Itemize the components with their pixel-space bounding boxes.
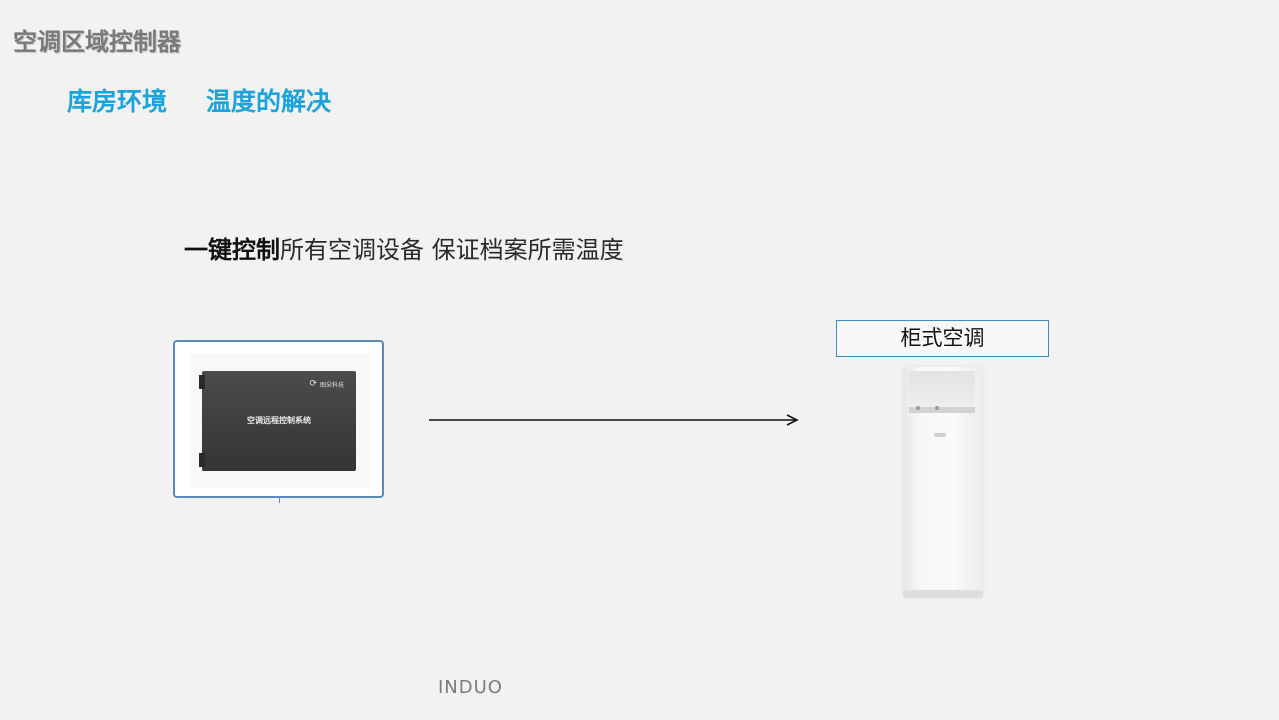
ac-indicator-dot: [935, 406, 939, 410]
control-arrow: [429, 412, 801, 428]
tagline: 一键控制所有空调设备 保证档案所需温度: [184, 230, 624, 265]
mount-clip-bottom: [199, 453, 205, 467]
device-brand-logo: ⟳ 图朵科技: [309, 379, 344, 389]
ac-logo-mark: [934, 433, 946, 437]
tagline-rest: 所有空调设备 保证档案所需温度: [280, 236, 624, 264]
controller-device-image: ⟳ 图朵科技 空调远程控制系统: [173, 340, 384, 503]
device-brand-text: 图朵科技: [319, 381, 344, 389]
controller-box: ⟳ 图朵科技 空调远程控制系统: [199, 371, 356, 471]
cabinet-air-conditioner-image: [903, 367, 983, 598]
ac-indicator-dot: [916, 406, 920, 410]
ac-base: [903, 590, 983, 598]
controller-photo-background: ⟳ 图朵科技 空调远程控制系统: [190, 354, 370, 488]
tagline-emphasis: 一键控制: [184, 236, 280, 264]
ac-display-panel: [909, 371, 975, 407]
ac-type-label: 柜式空调: [836, 320, 1049, 357]
brand-logo-icon: ⟳: [309, 379, 317, 389]
ac-vent-strip: [909, 407, 975, 413]
subtitle-warehouse-environment: 库房环境: [67, 87, 168, 116]
device-label: 空调远程控制系统: [247, 416, 311, 425]
frame-tick-mark: [279, 498, 280, 503]
slide-title: 空调区域控制器: [13, 28, 181, 56]
mount-clip-top: [199, 375, 205, 389]
footer-brand: INDUO: [438, 677, 503, 698]
arrow-right-icon: [429, 414, 799, 426]
subtitle-temperature-solution: 温度的解决: [206, 87, 332, 116]
